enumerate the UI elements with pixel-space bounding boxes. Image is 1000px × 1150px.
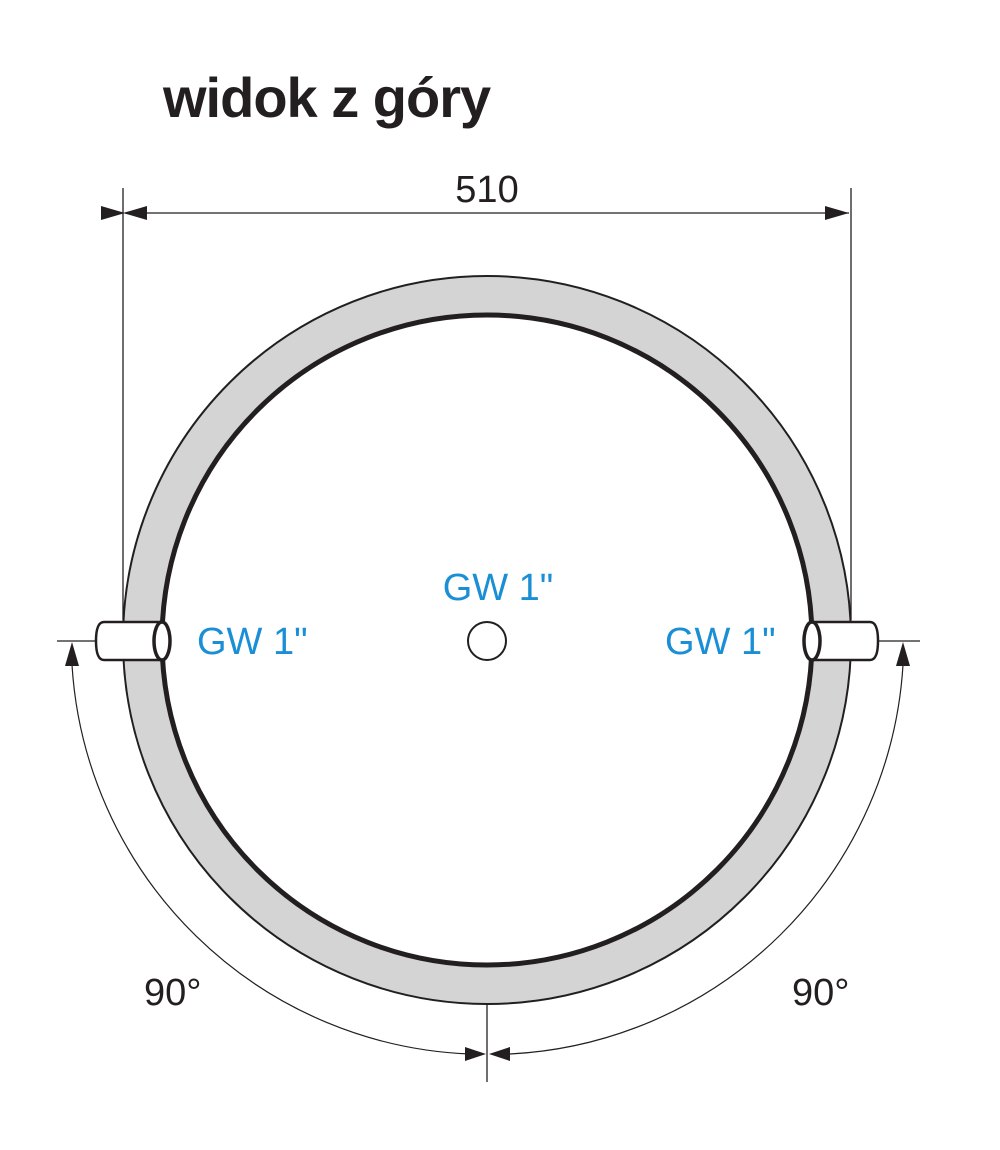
right-angle-label: 90° [792, 972, 849, 1014]
width-label: 510 [455, 169, 518, 211]
center-connection-icon [467, 621, 507, 661]
center-connection-label: GW 1" [443, 567, 554, 609]
left-angle-label: 90° [144, 972, 201, 1014]
width-dimension: 510 [101, 169, 852, 620]
right-pipe-icon [802, 620, 920, 662]
left-pipe-icon [57, 620, 172, 662]
left-connection-label: GW 1" [197, 621, 308, 663]
angle-dimensions: 90° 90° [65, 642, 910, 1082]
title: widok z góry [162, 66, 491, 129]
right-connection-label: GW 1" [665, 621, 776, 663]
